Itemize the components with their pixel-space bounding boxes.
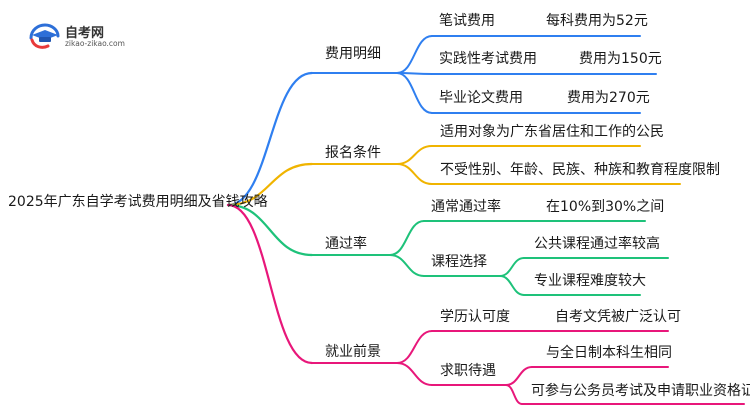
fee-child-link-2 xyxy=(396,72,433,114)
node-recognition: 学历认可度 xyxy=(440,309,510,325)
root-to-pass-rate-line xyxy=(226,203,314,257)
course-leaf-link-1 xyxy=(499,275,525,296)
node-course-choice: 课程选择 xyxy=(431,254,487,270)
node-usual-rate: 通常通过率 xyxy=(431,199,501,215)
fee-child-link-0 xyxy=(396,35,433,74)
leaf-usual-rate: 在10%到30%之间 xyxy=(546,199,665,215)
pass-child-link-1 xyxy=(389,254,425,277)
root-topic: 2025年广东自学考试费用明细及省钱攻略 xyxy=(8,194,268,210)
branch-pass-rate: 通过率 xyxy=(325,236,367,252)
leaf-recognition: 自考文凭被广泛认可 xyxy=(555,309,681,325)
graduation-cap-icon xyxy=(29,23,60,49)
req-child-link-1 xyxy=(396,163,433,185)
root-to-requirements-line xyxy=(226,162,314,207)
pass-child-link-0 xyxy=(389,220,425,256)
leaf-thesis-fee: 费用为270元 xyxy=(567,90,650,106)
emp-child-link-1 xyxy=(396,362,433,386)
root-to-employment-line xyxy=(226,203,314,365)
job-leaf-link-0 xyxy=(505,366,533,386)
node-written-fee: 笔试费用 xyxy=(439,13,495,29)
leaf-practical-fee: 费用为150元 xyxy=(579,51,662,67)
leaf-civil-service: 可参与公务员考试及申请职业资格证书 xyxy=(531,383,750,399)
job-leaf-link-1 xyxy=(505,384,523,405)
node-no-restrictions: 不受性别、年龄、民族、种族和教育程度限制 xyxy=(440,162,720,178)
node-eligible-people: 适用对象为广东省居住和工作的公民 xyxy=(440,124,664,140)
leaf-public-course: 公共课程通过率较高 xyxy=(534,236,660,252)
node-practical-fee: 实践性考试费用 xyxy=(439,51,537,67)
node-job-treatment: 求职待遇 xyxy=(440,363,496,379)
root-to-fee-line xyxy=(226,71,314,207)
site-logo: 自考网 zikao-zikao.com xyxy=(28,20,138,52)
logo-name: 自考网 xyxy=(65,26,105,41)
branch-requirements: 报名条件 xyxy=(325,145,381,161)
leaf-same-as-fulltime: 与全日制本科生相同 xyxy=(546,345,672,361)
emp-child-link-0 xyxy=(396,330,433,364)
leaf-written-fee: 每科费用为52元 xyxy=(546,13,648,29)
logo-url: zikao-zikao.com xyxy=(65,39,125,48)
branch-employment: 就业前景 xyxy=(325,344,381,360)
leaf-major-course: 专业课程难度较大 xyxy=(534,273,646,289)
branch-fee-details: 费用明细 xyxy=(325,46,381,62)
node-thesis-fee: 毕业论文费用 xyxy=(439,90,523,106)
course-leaf-link-0 xyxy=(499,257,525,277)
req-child-link-0 xyxy=(396,145,433,165)
